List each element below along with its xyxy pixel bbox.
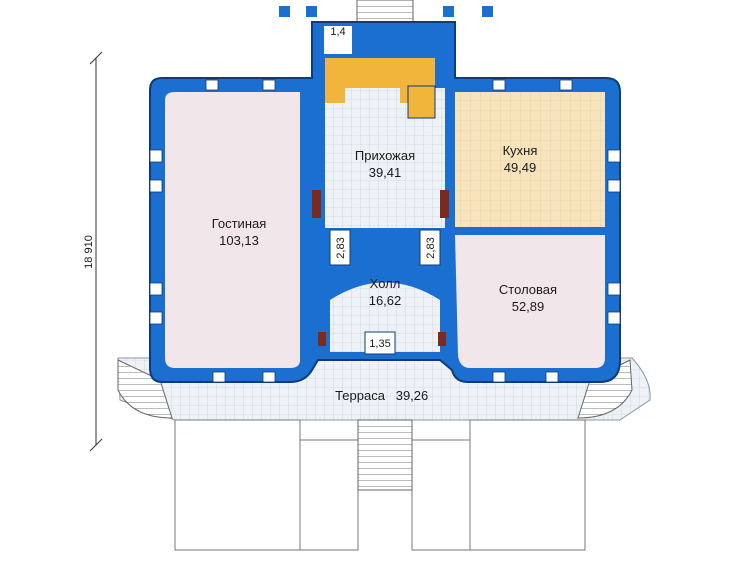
closet-right (419, 229, 441, 266)
dimension-label: 18 910 (83, 235, 95, 269)
terrace-stair-left (117, 359, 173, 419)
terrace-name: Терраса (335, 388, 386, 403)
lower-planters (174, 419, 586, 551)
dining-area: 52,89 (512, 299, 545, 314)
vestibule-area: 1,35 (369, 338, 390, 350)
dining-floor (455, 235, 605, 368)
closet-left-area: 2,83 (335, 237, 347, 258)
terrace-stair-right (577, 359, 633, 419)
entry-hall-area: 39,41 (369, 165, 402, 180)
kitchen-floor (455, 92, 605, 227)
column-left (318, 332, 326, 346)
room-labels: Гостиная 103,13 Прихожая 39,41 Кухня 49,… (212, 26, 557, 403)
column-right (438, 332, 446, 346)
hall-area: 16,62 (369, 293, 402, 308)
closet-left (329, 229, 351, 266)
fireplace-left (312, 190, 321, 218)
top-markers (279, 6, 493, 17)
kitchen-name: Кухня (503, 143, 538, 158)
top-small-room (324, 26, 352, 54)
terrace-area: 39,26 (396, 388, 429, 403)
stair-right (407, 85, 436, 119)
living-room-area: 103,13 (219, 233, 259, 248)
kitchen-area: 49,49 (504, 160, 537, 175)
dining-name: Столовая (499, 282, 557, 297)
living-room-name: Гостиная (212, 216, 267, 231)
closet-right-area: 2,83 (425, 237, 437, 258)
entry-hall-name: Прихожая (355, 148, 415, 163)
stairwell-landing (345, 88, 400, 123)
living-room (165, 92, 300, 368)
hall-name: Холл (370, 276, 401, 291)
fireplace-right (440, 190, 449, 218)
vestibule (364, 331, 396, 355)
hall-floor (330, 282, 440, 352)
terrace-front-stairs (357, 419, 413, 491)
top-room-area: 1,4 (330, 26, 345, 38)
dimension-line: 18 910 (83, 51, 103, 452)
windows (149, 79, 621, 383)
